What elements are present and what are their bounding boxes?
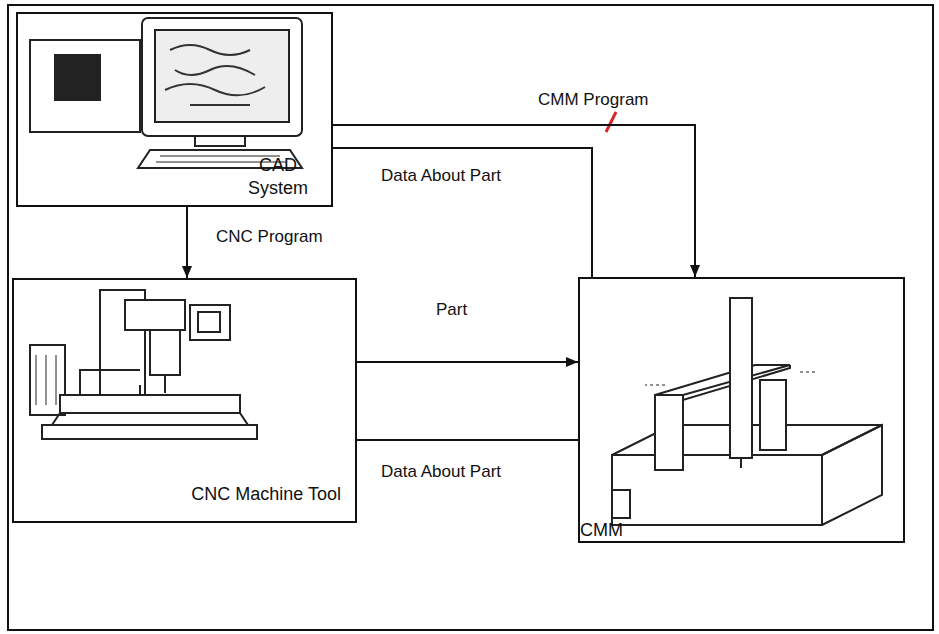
cmm-box: CMM — [578, 277, 905, 543]
cnc-machine-illustration — [30, 290, 257, 439]
red-pen-mark — [606, 112, 616, 132]
outer-frame — [8, 5, 933, 630]
cnc-machine-box: CNC Machine Tool — [12, 278, 357, 523]
connector-label: Data About Part — [378, 462, 504, 482]
computer-illustration — [30, 18, 302, 168]
connector-label: Data About Part — [378, 166, 504, 186]
arrow-head — [690, 265, 700, 277]
connector-label: CNC Program — [213, 227, 326, 247]
box-label: CAD System — [233, 154, 323, 199]
box-label: CMM — [580, 519, 623, 542]
cad-system-box: CAD System — [16, 12, 333, 207]
box-label: CNC Machine Tool — [191, 483, 341, 506]
connector-line — [333, 125, 695, 277]
connector-label: CMM Program — [535, 90, 652, 110]
connector-label: Part — [433, 300, 470, 320]
connector-line — [357, 439, 578, 441]
arrow-head — [182, 266, 192, 278]
connector-line — [333, 148, 592, 277]
arrow-head — [566, 357, 578, 367]
cmm-illustration — [612, 298, 882, 525]
connector-line — [357, 361, 578, 363]
